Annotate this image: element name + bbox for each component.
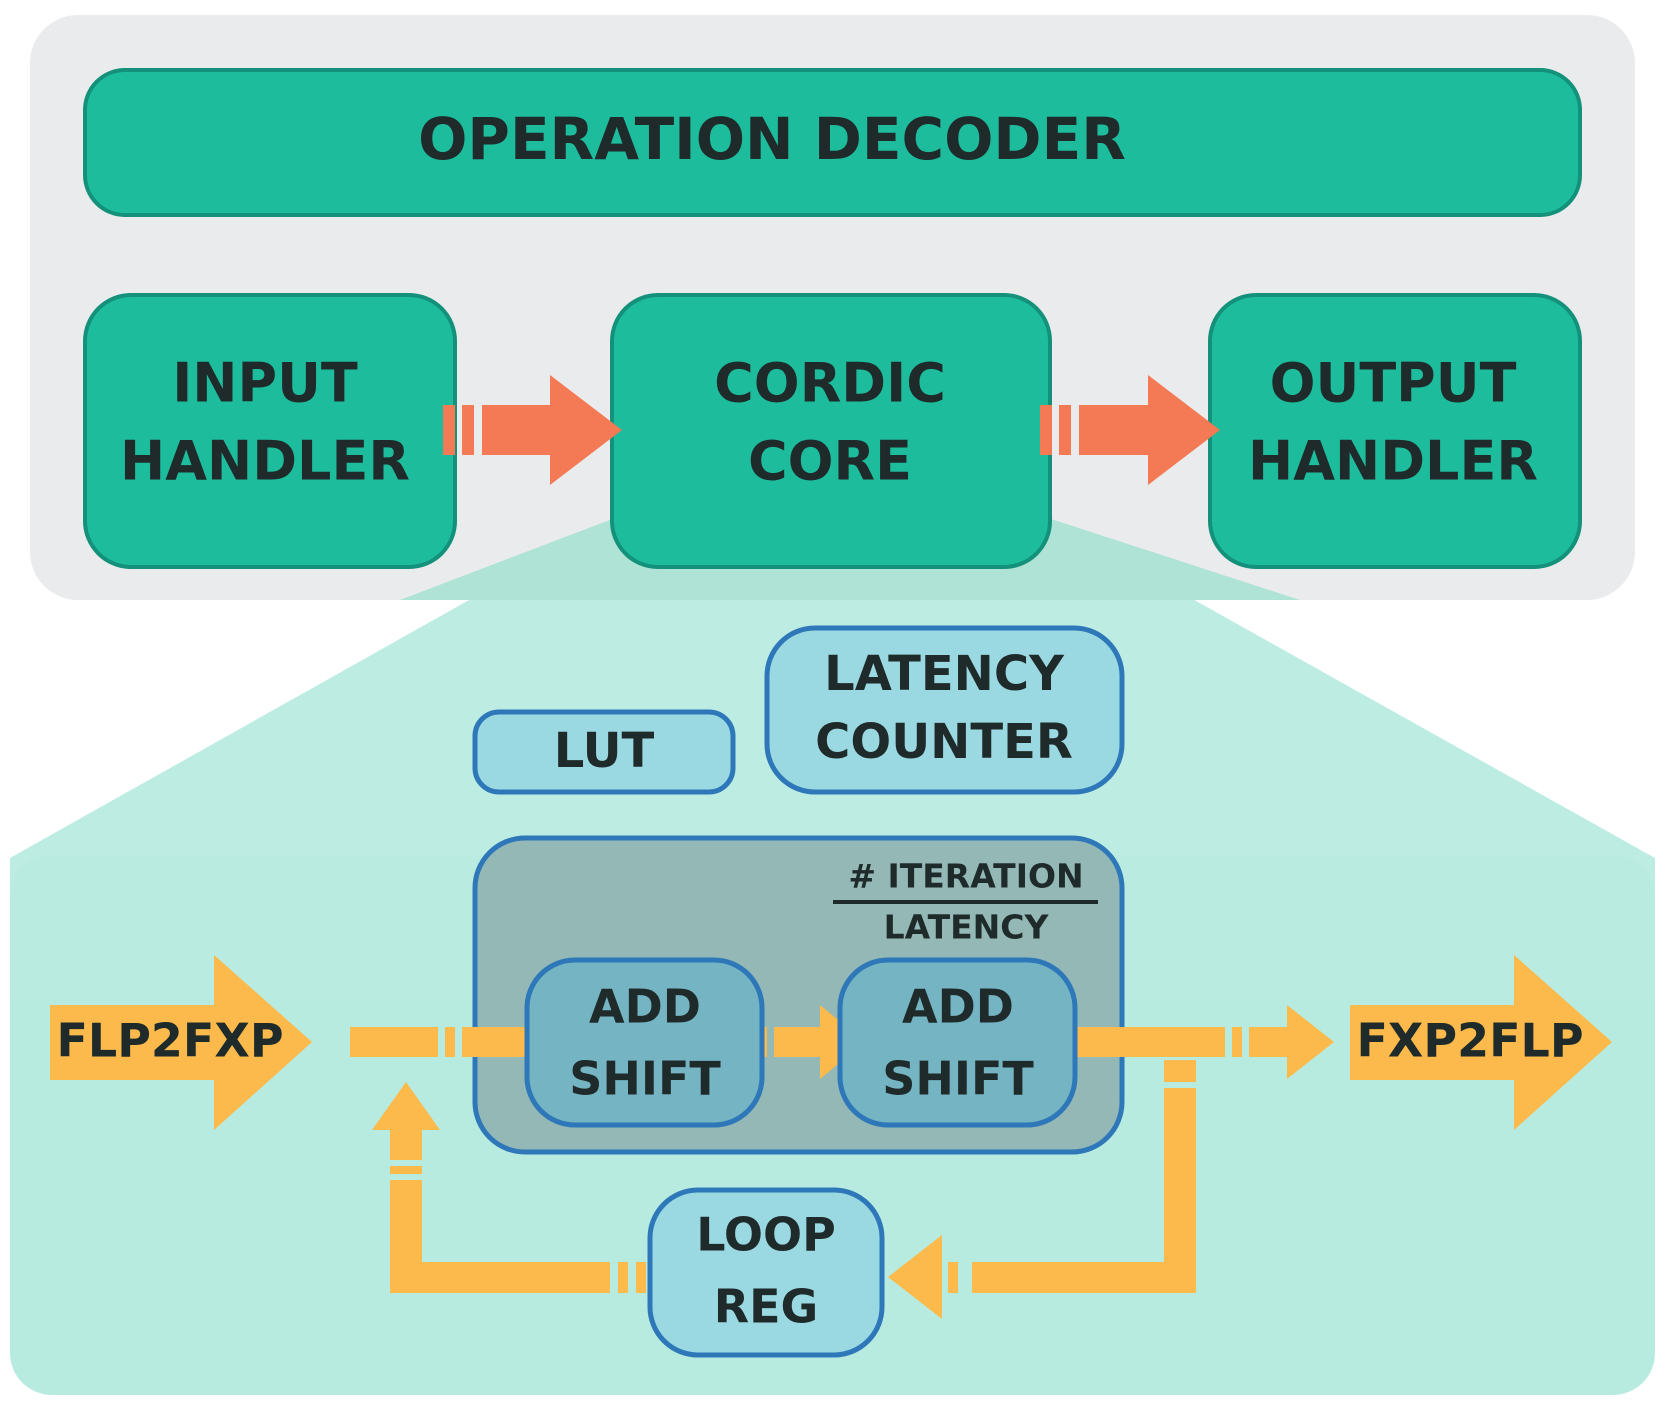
- operation-decoder-label: OPERATION DECODER: [418, 105, 1126, 173]
- add-shift-1-label-line1: ADD: [589, 980, 701, 1034]
- fxp2flp-arrow: FXP2FLP: [1350, 955, 1612, 1130]
- latency-counter-label-line2: COUNTER: [815, 714, 1073, 770]
- latency-label: LATENCY: [884, 908, 1050, 947]
- loop-reg-label-line2: REG: [714, 1280, 819, 1334]
- up-arrow-icon: [372, 1082, 440, 1130]
- cordic-core-label-line2: CORE: [748, 430, 912, 493]
- add-shift-2-label-line1: ADD: [902, 980, 1014, 1034]
- add-shift-block-1: [524, 957, 765, 1128]
- input-handler-label-line2: HANDLER: [120, 430, 410, 493]
- loop-reg-block: [647, 1187, 885, 1358]
- add-shift-2-label-line2: SHIFT: [882, 1052, 1034, 1106]
- fxp2flp-label: FXP2FLP: [1356, 1014, 1583, 1068]
- operation-decoder-block: [83, 68, 1582, 217]
- loop-reg-label-line1: LOOP: [696, 1208, 836, 1262]
- output-handler-label-line2: HANDLER: [1248, 430, 1538, 493]
- input-handler-label-line1: INPUT: [172, 352, 358, 415]
- right-arrow-icon: [1040, 375, 1220, 485]
- latency-counter-block: [764, 625, 1125, 795]
- flp2fxp-label: FLP2FXP: [56, 1014, 283, 1068]
- add-shift-1-label-line2: SHIFT: [569, 1052, 721, 1106]
- cordic-core-label-line1: CORDIC: [714, 352, 946, 415]
- right-arrow-icon: [1350, 955, 1612, 1130]
- right-arrow-icon: [1050, 1005, 1334, 1079]
- flp2fxp-arrow: FLP2FXP: [50, 955, 312, 1130]
- iteration-label: # ITERATION: [848, 857, 1083, 896]
- right-arrow-icon: [50, 955, 312, 1130]
- feedback-path: [390, 1060, 1196, 1319]
- output-handler-label-line1: OUTPUT: [1270, 352, 1517, 415]
- lut-label: LUT: [554, 723, 655, 779]
- right-arrow-icon: [443, 375, 622, 485]
- lut-block: [472, 709, 736, 795]
- add-shift-block-2: [837, 957, 1078, 1128]
- latency-counter-label-line1: LATENCY: [824, 646, 1065, 702]
